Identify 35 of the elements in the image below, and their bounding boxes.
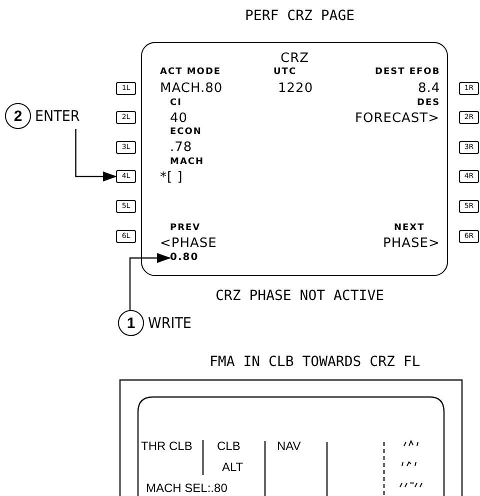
screen-text: NEXT — [394, 224, 425, 233]
screen-text: ECON — [170, 128, 202, 137]
screen-text: *[ ] — [160, 171, 183, 184]
screen-text: PHASE> — [383, 237, 440, 250]
callout-number: 1 — [118, 310, 144, 336]
section-title: FMA IN CLB TOWARDS CRZ FL — [210, 354, 420, 370]
screen-text: MACH — [170, 158, 204, 167]
step-label: WRITE — [148, 314, 192, 332]
screen-text: FORECAST> — [355, 112, 440, 125]
screen-text: 1220 — [278, 82, 314, 95]
arrow — [75, 129, 117, 182]
fma-text: MACH SEL:.80 — [146, 481, 228, 495]
screen-text: CI — [170, 99, 182, 108]
fma-text: NAV — [277, 439, 301, 453]
screen-text: MACH.80 — [160, 82, 223, 95]
screen-text: ACT MODE — [160, 68, 222, 77]
screen-text: 40 — [170, 112, 188, 125]
screen-text: UTC — [274, 68, 297, 77]
screen-text: 8.4 — [418, 82, 440, 95]
screen-text: CRZ — [280, 52, 310, 65]
display-screen — [141, 42, 448, 276]
step-label: ENTER — [35, 107, 80, 125]
page-title: PERF CRZ PAGE — [245, 8, 355, 24]
arrow — [129, 253, 171, 310]
status-message: CRZ PHASE NOT ACTIVE — [216, 288, 384, 304]
fma-text: THR CLB — [141, 439, 192, 453]
screen-text: DEST EFOB — [375, 68, 440, 77]
callout-number: 2 — [5, 103, 31, 129]
screen-text: PREV — [170, 224, 201, 233]
screen-text: <PHASE — [160, 237, 217, 250]
screen-text: 0.80 — [170, 253, 199, 263]
screen-text: .78 — [170, 141, 192, 154]
fma-text: ALT — [222, 460, 244, 474]
fma-text: CLB — [217, 439, 240, 453]
screen-text: DES — [417, 99, 440, 108]
